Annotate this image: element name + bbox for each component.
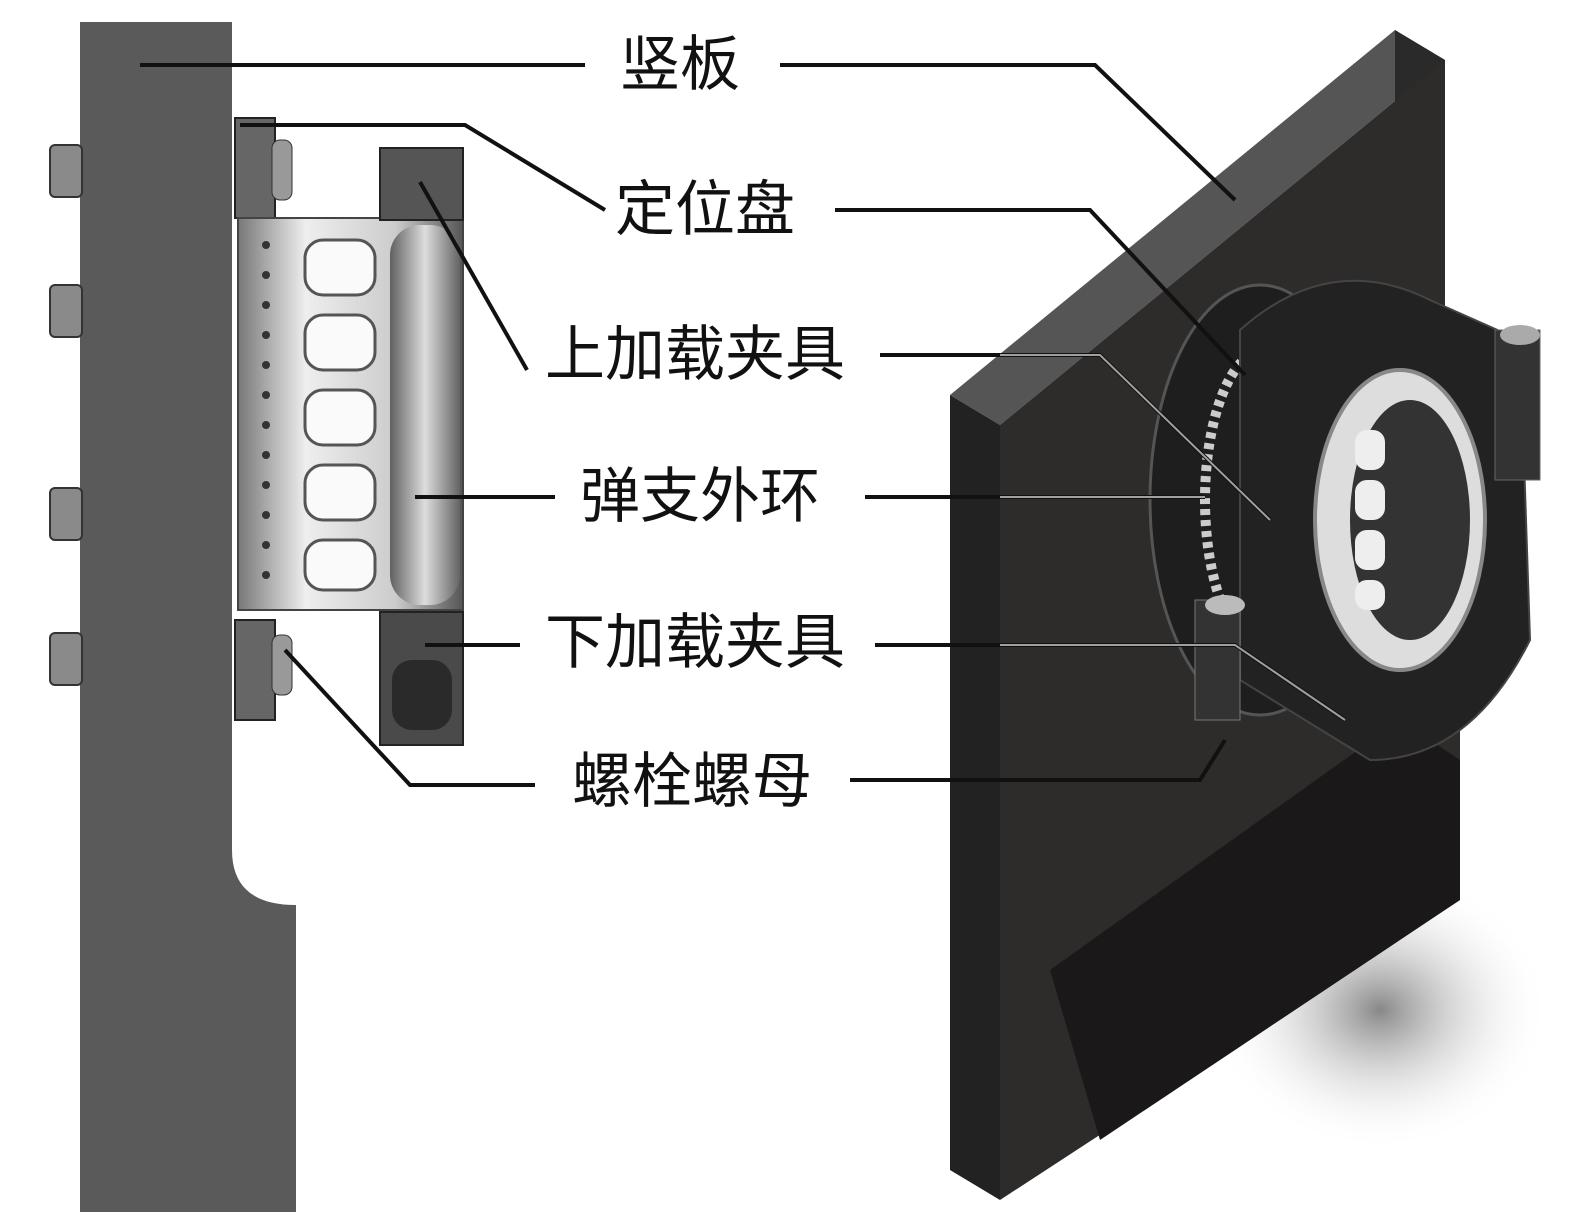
label-elastic-support-outer-ring: 弹支外环 xyxy=(580,462,820,532)
label-positioning-disk: 定位盘 xyxy=(615,175,795,245)
vertical-plate-section xyxy=(80,22,296,1212)
bolt-heads xyxy=(49,144,83,686)
vertical-plate-3d-top xyxy=(950,30,1445,425)
isometric-view xyxy=(950,30,1550,1200)
ring-holes xyxy=(262,241,270,579)
label-bolt-nut: 螺栓螺母 xyxy=(572,747,812,817)
label-upper-loading-fixture: 上加载夹具 xyxy=(545,320,845,390)
label-lower-loading-fixture: 下加载夹具 xyxy=(545,608,845,678)
positioning-disk-top xyxy=(234,117,276,219)
positioning-disk-bottom xyxy=(234,619,276,721)
upper-fixture-section xyxy=(379,147,464,221)
ring-windows xyxy=(303,238,377,592)
vertical-plate-3d xyxy=(950,395,1000,1200)
label-vertical-plate: 竖板 xyxy=(620,30,740,100)
section-view xyxy=(49,22,464,1212)
